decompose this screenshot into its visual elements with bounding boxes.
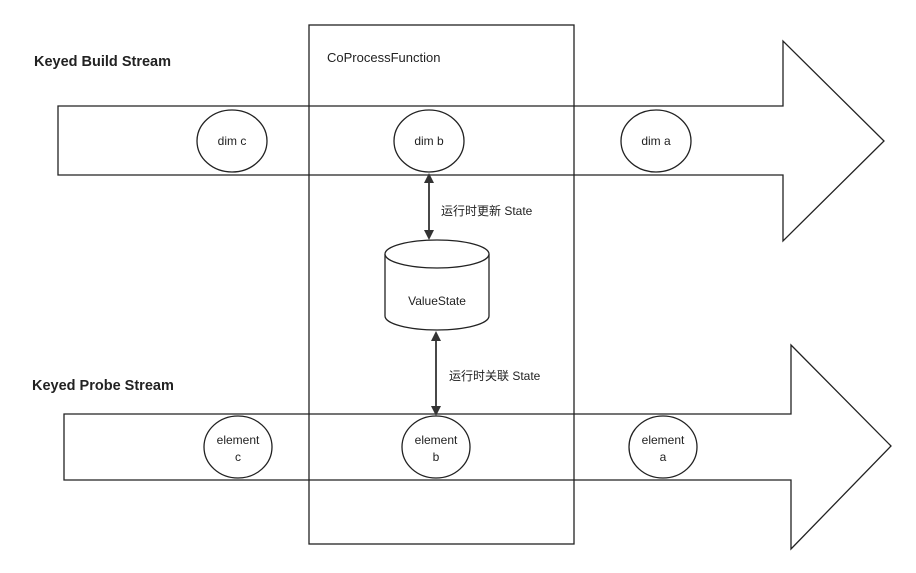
build-node-dim-b: dim b — [393, 109, 465, 173]
build-node-dim-c: dim c — [196, 109, 268, 173]
probe-node-element-a-line2: a — [660, 450, 667, 464]
probe-node-element-b-line2: b — [433, 450, 440, 464]
build-node-dim-c-label: dim c — [218, 134, 247, 148]
build-node-dim-b-label: dim b — [414, 134, 444, 148]
build-node-dim-a-label: dim a — [641, 134, 671, 148]
coprocess-function-box — [308, 24, 575, 545]
coprocess-function-title: CoProcessFunction — [327, 50, 440, 65]
probe-stream-title: Keyed Probe Stream — [32, 378, 174, 394]
build-node-dim-a: dim a — [620, 109, 692, 173]
probe-node-element-a-line1: element — [642, 433, 685, 447]
probe-node-element-c-line1: element — [217, 433, 260, 447]
probe-node-element-c-line2: c — [235, 450, 241, 464]
update-state-label: 运行时更新 State — [441, 203, 533, 218]
probe-node-element-b-line1: element — [415, 433, 458, 447]
value-state-cylinder: ValueState — [384, 239, 490, 331]
value-state-label: ValueState — [408, 294, 466, 308]
build-stream-arrow — [57, 39, 885, 243]
probe-stream-arrow — [63, 343, 892, 551]
probe-node-element-c: element c — [203, 415, 273, 479]
join-state-label: 运行时关联 State — [449, 369, 541, 383]
build-stream-title: Keyed Build Stream — [34, 54, 171, 70]
probe-node-element-b: element b — [401, 415, 471, 479]
probe-node-element-a: element a — [628, 415, 698, 479]
